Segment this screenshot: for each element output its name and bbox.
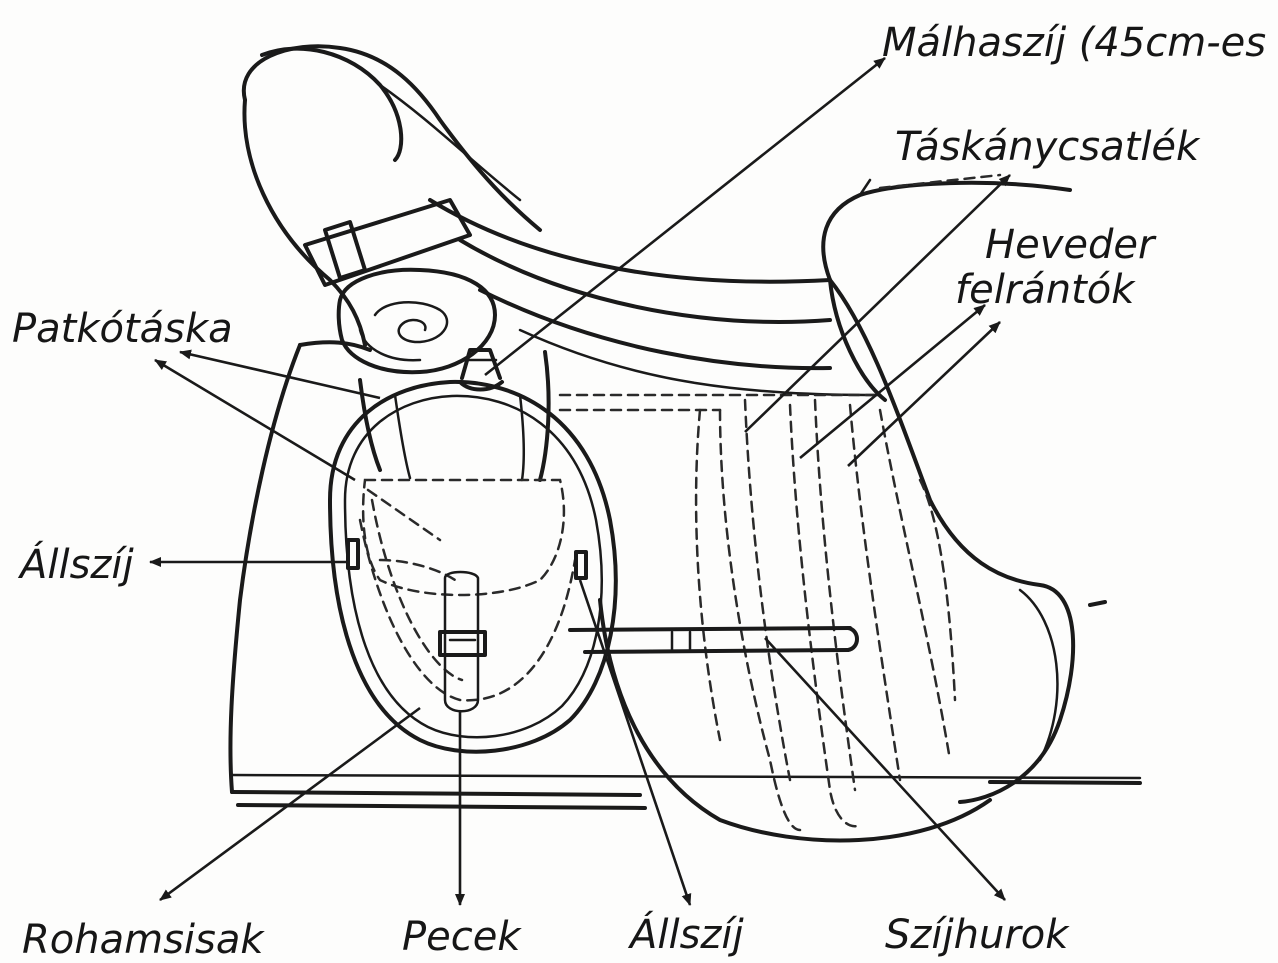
label-malhaszij: Málhaszíj (45cm-es	[882, 20, 1266, 66]
label-szijhurok: Szíjhurok	[885, 912, 1070, 958]
label-allszij-bottom: Állszíj	[627, 910, 745, 958]
arrow-patkotaska-1	[180, 352, 380, 398]
saddle-flap	[600, 280, 1105, 840]
label-taskanycsatlek: Táskánycsatlék	[895, 124, 1201, 170]
arrow-rohamsisak	[160, 708, 420, 900]
label-heveder: Heveder	[985, 222, 1157, 268]
girth-straps	[560, 395, 955, 830]
label-patkotaska: Patkótáska	[12, 306, 233, 352]
arrow-heveder-1	[800, 305, 985, 458]
rolled-bundle	[244, 46, 540, 372]
steel-helmet	[330, 352, 616, 752]
label-rohamsisak: Rohamsisak	[22, 917, 265, 963]
label-felrantok: felrántók	[955, 267, 1136, 313]
label-allszij-left: Állszíj	[17, 540, 135, 588]
arrow-patkotaska-2	[155, 360, 355, 480]
label-pecek: Pecek	[402, 914, 522, 960]
horseshoe-pouch	[360, 480, 575, 711]
arrow-malhaszij	[485, 58, 885, 375]
